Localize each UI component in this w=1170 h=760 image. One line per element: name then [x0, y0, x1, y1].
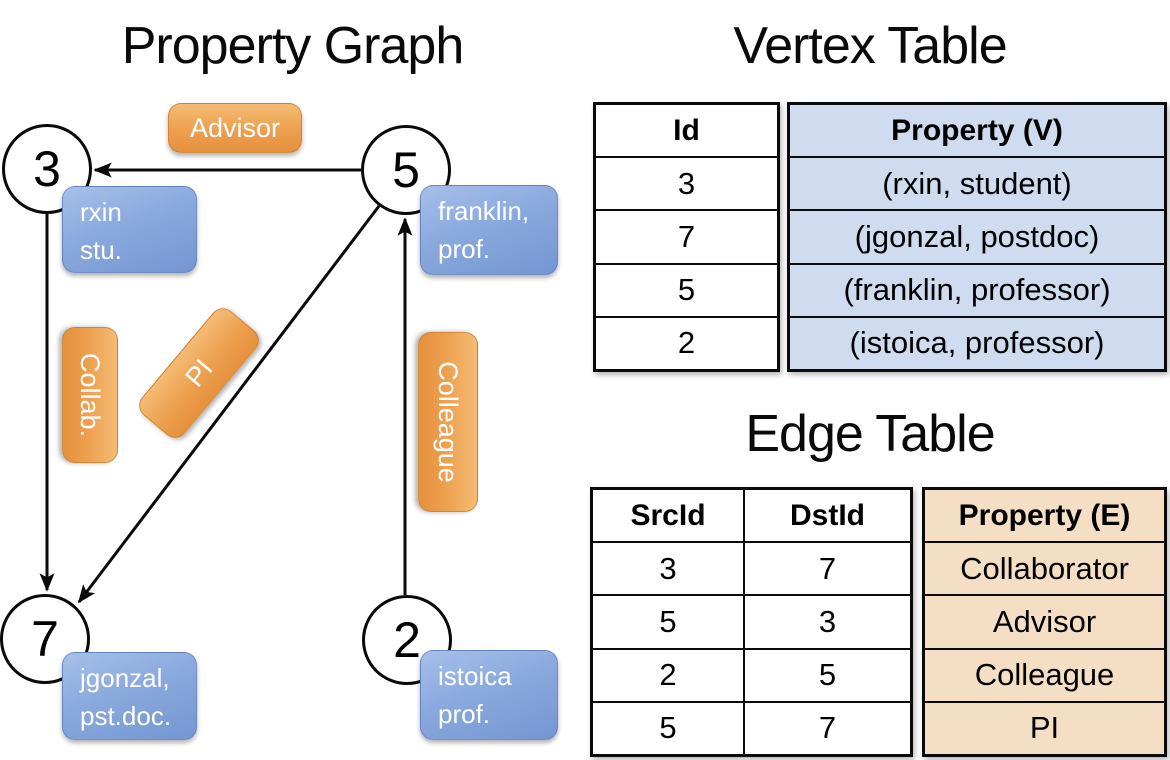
graph-title: Property Graph — [121, 17, 465, 75]
graph-node-2: 2 — [362, 595, 452, 685]
vertex-callout-line1: rxin — [80, 197, 122, 227]
vertex-callout-franklin: franklin, prof. — [420, 185, 558, 275]
table-row: 3 7 — [593, 541, 910, 595]
vertex-table-header-row: Id — [596, 105, 777, 156]
table-row: Collaborator — [925, 541, 1164, 594]
edge-dst-cell: 3 — [743, 596, 910, 648]
vertex-table-title: Vertex Table — [733, 17, 1007, 75]
node-3-id: 3 — [33, 141, 61, 197]
edge-property-cell: PI — [1029, 710, 1060, 746]
table-row: 2 5 — [593, 647, 910, 701]
table-row: Advisor — [925, 594, 1164, 647]
node-7-id: 7 — [31, 611, 59, 667]
edge-property-header: Property (E) — [958, 498, 1131, 532]
vertex-table: Id 3 7 5 2 Property (V) (rxin, student) — [593, 102, 1167, 372]
node-2-id: 2 — [393, 612, 421, 668]
edge-property-cell: Advisor — [992, 604, 1097, 639]
vertex-callout-line2: pst.doc. — [80, 701, 172, 731]
edge-property-cell: Colleague — [974, 657, 1115, 693]
vertex-property-cell: (rxin, student) — [882, 165, 1072, 201]
vertex-callout-line2: prof. — [438, 699, 491, 729]
edge-src-cell: 2 — [659, 657, 677, 693]
graph-edges-svg — [39, 162, 413, 604]
table-row: 5 3 — [593, 594, 910, 648]
vertex-id-cell: 7 — [677, 219, 696, 254]
edge-src-cell: 5 — [659, 604, 677, 639]
vertex-property-header: Property (V) — [891, 113, 1063, 147]
edge-property-cell: Collaborator — [960, 550, 1129, 586]
vertex-callout-istoica: istoica prof. — [420, 650, 558, 740]
edge-dst-header: DstId — [743, 490, 910, 542]
edge-src-cell: 3 — [659, 550, 677, 586]
vertex-callout-line1: istoica — [438, 661, 512, 691]
edge-table: SrcId DstId 3 7 5 3 2 5 5 7 Property (E) — [590, 487, 1167, 757]
vertex-callout-line1: franklin, — [438, 196, 530, 226]
edge-table-ids-columns: SrcId DstId 3 7 5 3 2 5 5 7 — [590, 487, 913, 757]
edge-src-cell: 5 — [659, 710, 677, 746]
edge-dst-cell: 5 — [743, 649, 910, 701]
table-row: (istoica, professor) — [790, 315, 1164, 369]
node-5-id: 5 — [392, 142, 420, 198]
vertex-property-cell: (jgonzal, postdoc) — [854, 219, 1100, 254]
vertex-callout-jgonzal: jgonzal, pst.doc. — [62, 652, 197, 740]
vertex-table-header-row: Property (V) — [790, 105, 1164, 156]
vertex-table-id-column: Id 3 7 5 2 — [593, 102, 780, 372]
vertex-callout-line2: stu. — [80, 235, 122, 265]
vertex-id-cell: 2 — [677, 325, 696, 361]
table-row: 5 — [596, 262, 777, 316]
table-row: PI — [925, 700, 1164, 754]
edge-src-header: SrcId — [630, 498, 706, 532]
edge-table-property-column: Property (E) Collaborator Advisor Collea… — [922, 487, 1167, 757]
edge-dst-cell: 7 — [743, 702, 910, 755]
edge-label-collab: Collab. — [62, 327, 118, 463]
table-row: 5 7 — [593, 700, 910, 755]
vertex-property-cell: (istoica, professor) — [849, 325, 1105, 361]
table-row: 2 — [596, 315, 777, 369]
table-row: 3 — [596, 156, 777, 209]
vertex-callout-rxin: rxin stu. — [62, 186, 197, 273]
table-row: Colleague — [925, 647, 1164, 701]
table-row: (jgonzal, postdoc) — [790, 209, 1164, 262]
graph-node-5: 5 — [361, 125, 451, 215]
edge-table-header-row: Property (E) — [925, 490, 1164, 541]
table-row: (rxin, student) — [790, 156, 1164, 209]
edge-label-advisor: Advisor — [168, 103, 302, 153]
edge-dst-cell: 7 — [743, 543, 910, 595]
edge-5-to-7-pi — [77, 205, 381, 604]
vertex-table-property-column: Property (V) (rxin, student) (jgonzal, p… — [787, 102, 1167, 372]
vertex-callout-line2: prof. — [438, 234, 491, 264]
table-row: (franklin, professor) — [790, 262, 1164, 316]
edge-label-colleague: Colleague — [418, 332, 478, 512]
vertex-id-cell: 5 — [677, 272, 696, 308]
table-row: 7 — [596, 209, 777, 262]
vertex-callout-line1: jgonzal, — [80, 663, 170, 693]
vertex-property-cell: (franklin, professor) — [843, 272, 1111, 308]
edge-table-header-row: SrcId DstId — [593, 490, 910, 542]
edge-table-title: Edge Table — [745, 405, 995, 463]
vertex-id-header: Id — [673, 113, 700, 147]
vertex-id-cell: 3 — [677, 165, 696, 201]
